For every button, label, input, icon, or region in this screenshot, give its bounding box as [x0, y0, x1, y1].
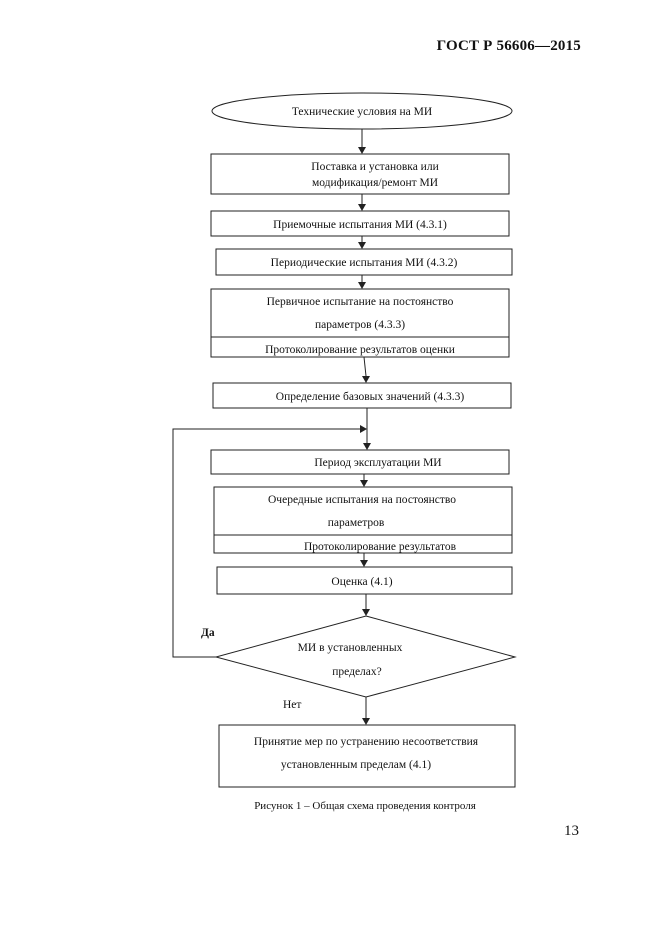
- operation-label: Период эксплуатации МИ: [314, 457, 441, 469]
- operation-box: [210, 449, 510, 475]
- action-label-line2: установленным пределам (4.1): [281, 759, 431, 771]
- routine-label-line1: Очередные испытания на постоянство: [268, 494, 456, 506]
- decision-label-line1: МИ в установленных: [298, 642, 403, 654]
- routine-protocol-label: Протоколирование результатов: [304, 541, 457, 553]
- figure-caption: Рисунок 1 – Общая схема проведения контр…: [254, 800, 476, 812]
- initial-label-line1: Первичное испытание на постоянство: [267, 296, 454, 308]
- decision-label-line2: пределах?: [332, 666, 382, 678]
- decision-node: [214, 615, 517, 698]
- action-box: [218, 724, 516, 788]
- arrow-head: [362, 718, 370, 725]
- feedback-loop-line: [172, 428, 360, 658]
- action-label-line1: Принятие мер по устранению несоответстви…: [254, 736, 479, 748]
- arrow-head: [358, 242, 366, 249]
- initial-testing-box: [210, 288, 510, 358]
- evaluation-box: [216, 566, 513, 595]
- arrow-head: [358, 147, 366, 154]
- yes-label: Да: [201, 627, 215, 639]
- initial-protocol-label: Протоколирование результатов оценки: [265, 344, 455, 356]
- supply-label-line1: Поставка и установка или: [311, 161, 438, 173]
- routine-label-line2: параметров: [328, 517, 385, 529]
- acceptance-label: Приемочные испытания МИ (4.3.1): [273, 219, 447, 231]
- evaluation-label: Оценка (4.1): [331, 576, 392, 588]
- periodic-box: [215, 248, 513, 276]
- arrow-head: [360, 480, 368, 487]
- initial-label-line2: параметров (4.3.3): [315, 319, 405, 331]
- connector: [363, 356, 367, 377]
- arrow-head: [363, 443, 371, 450]
- arrow-head: [360, 560, 368, 567]
- start-label: Технические условия на МИ: [292, 106, 432, 118]
- arrow-head: [362, 609, 370, 616]
- arrow-head: [358, 204, 366, 211]
- supply-label-line2: модификация/ремонт МИ: [312, 177, 438, 189]
- page-number: 13: [564, 823, 579, 839]
- baseline-label: Определение базовых значений (4.3.3): [276, 391, 465, 403]
- arrow-head: [358, 282, 366, 289]
- supply-box: [210, 153, 510, 195]
- arrow-head: [360, 425, 367, 433]
- periodic-label: Периодические испытания МИ (4.3.2): [271, 257, 458, 269]
- acceptance-box: [210, 210, 510, 237]
- no-label: Нет: [283, 699, 301, 711]
- document-header: ГОСТ Р 56606—2015: [436, 38, 581, 54]
- arrow-head: [362, 376, 370, 383]
- baseline-box: [212, 382, 512, 409]
- routine-testing-box: [213, 486, 513, 554]
